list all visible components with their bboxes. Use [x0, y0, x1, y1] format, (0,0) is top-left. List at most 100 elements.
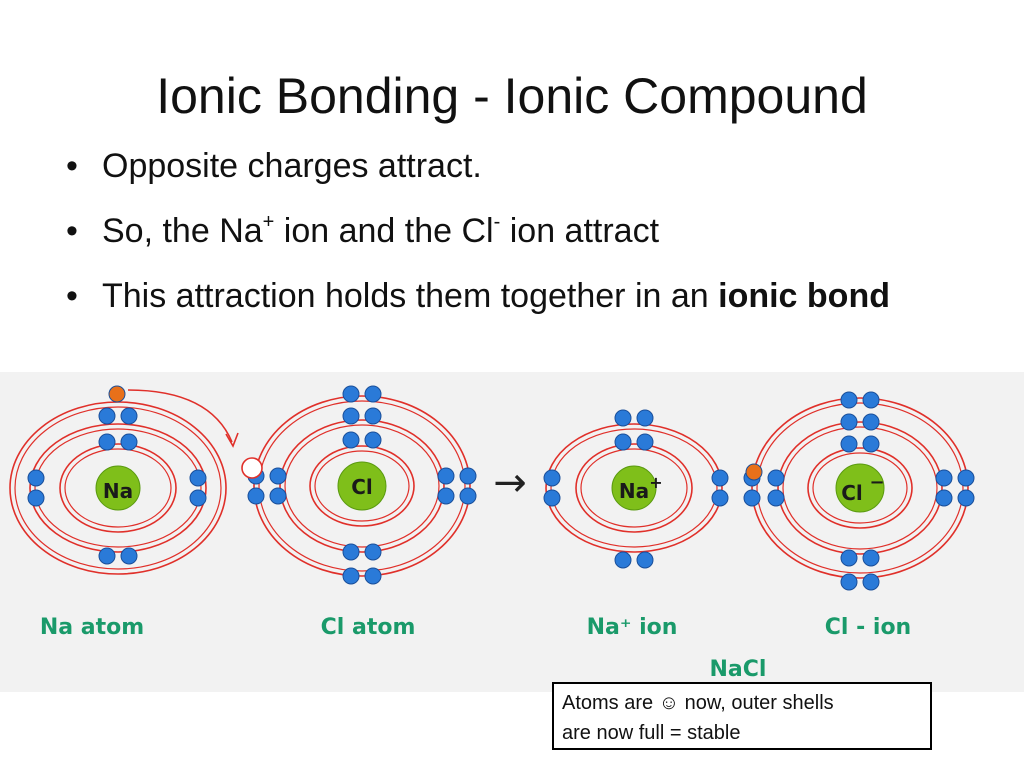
cl-ion-electron-pair-top-1-a	[840, 391, 858, 409]
na-atom-label: Na atom	[40, 615, 144, 640]
cl-ion-nucleus-symbol: Cl	[841, 481, 863, 505]
cl-ion-electron-pair-top-2-b	[862, 413, 880, 431]
na-electron-pair-top-1-b	[120, 407, 138, 425]
cl-electron-pair-bottom-2-b	[364, 567, 382, 585]
na-electron-pair-top-2-a	[98, 433, 116, 451]
cl-ion-electron-pair-bottom-1-b	[862, 549, 880, 567]
cl-electron-pair-top-3-b	[364, 431, 382, 449]
na-ion-shell-1-inner	[580, 448, 688, 528]
cl-ion-nucleus	[835, 463, 885, 513]
na-nucleus-symbol: Na	[103, 479, 133, 503]
cl-ion-electron-pair-top-3-b	[862, 435, 880, 453]
bullet-ionic-bond: • This attraction holds them together in…	[62, 270, 982, 322]
na-electron-pair-top-1-a	[98, 407, 116, 425]
bullet-ions-attract: • So, the Na+ ion and the Cl- ion attrac…	[62, 205, 982, 257]
na-electron-pair-right-b	[189, 489, 207, 507]
cl-electron-pair-top-3-a	[342, 431, 360, 449]
cl-ion-electron-pair-right-1-b	[935, 489, 953, 507]
na-ion-nucleus-symbol: Na	[619, 479, 649, 503]
bullet-text: Opposite charges attract.	[102, 147, 482, 185]
cl-ion-shell-3-inner	[756, 402, 964, 574]
cl-ion-shell-1-inner	[812, 452, 908, 524]
cl-atom-shell-1-inner	[314, 450, 410, 522]
cl-ion-electron-pair-top-3-a	[840, 435, 858, 453]
na-ion-electron-pair-left-a	[543, 469, 561, 487]
na-ion-charge-sign: +	[649, 473, 662, 492]
na-ion-label: Na⁺ ion	[587, 615, 678, 640]
na-ion-electron-pair-right-a	[711, 469, 729, 487]
cl-ion-shell-1-outer	[807, 447, 913, 529]
cl-charge-sup: -	[493, 211, 501, 233]
cl-atom-shell-3-inner	[258, 400, 466, 572]
stability-note-box: Atoms are ☺ now, outer shells are now fu…	[552, 682, 932, 750]
nacl-label: NaCl	[710, 657, 767, 682]
cl-electron-pair-right-2-b	[459, 487, 477, 505]
ionic-bond-term: ionic bond	[718, 277, 890, 315]
na-nucleus	[95, 465, 141, 511]
cl-atom-shell-2-outer	[279, 419, 445, 553]
cl-ion-electron-pair-right-2-b	[957, 489, 975, 507]
na-ion-electron-pair-left-b	[543, 489, 561, 507]
cl-electron-pair-left-1-b	[269, 487, 287, 505]
na-electron-pair-bottom-b	[120, 547, 138, 565]
na-ion-electron-pair-top-2-b	[636, 433, 654, 451]
cl-electron-pair-top-2-b	[364, 407, 382, 425]
empty-electron-slot	[241, 457, 263, 479]
note-line-2: are now full = stable	[562, 722, 741, 744]
na-atom-shell-2-inner	[34, 428, 202, 548]
cl-electron-pair-right-2-a	[459, 467, 477, 485]
cl-ion-electron-pair-left-2-b	[743, 489, 761, 507]
bullet-opposite-charges: • Opposite charges attract.	[62, 140, 982, 192]
cl-atom-shell-3-outer	[253, 395, 471, 577]
cl-electron-pair-right-1-b	[437, 487, 455, 505]
cl-electron-pair-top-1-b	[364, 385, 382, 403]
bullet-dot: •	[66, 147, 78, 185]
cl-ion-charge-sign: −	[869, 472, 884, 493]
cl-electron-pair-top-2-a	[342, 407, 360, 425]
cl-electron-pair-left-1-a	[269, 467, 287, 485]
na-ion-electron-pair-top-1-a	[614, 409, 632, 427]
cl-ion-electron-pair-bottom-1-a	[840, 549, 858, 567]
na-atom-shell-1-inner	[64, 448, 172, 528]
cl-ion-electron-pair-left-1-a	[767, 469, 785, 487]
cl-electron-pair-bottom-1-b	[364, 543, 382, 561]
cl-electron-pair-left-2-b	[247, 487, 265, 505]
na-atom-shell-1-outer	[59, 443, 177, 533]
electron-transfer-arrow	[127, 389, 233, 443]
cl-ion-shell-3-outer	[751, 397, 969, 579]
slide-title: Ionic Bonding - Ionic Compound	[156, 68, 868, 124]
cl-ion-shell-2-inner	[782, 426, 938, 550]
bullet-text-post: ion attract	[500, 212, 660, 250]
cl-atom-shell-2-inner	[284, 424, 440, 548]
electron-transfer-arrowhead	[225, 432, 239, 448]
cl-ion-electron-pair-bottom-2-a	[840, 573, 858, 591]
bullet-dot: •	[66, 212, 78, 250]
cl-ion-electron-pair-left-1-b	[767, 489, 785, 507]
na-ion-electron-pair-top-1-b	[636, 409, 654, 427]
cl-ion-electron-pair-right-1-a	[935, 469, 953, 487]
na-ion-shell-2-inner	[550, 428, 718, 548]
na-ion-shell-2-outer	[545, 423, 723, 553]
cl-electron-pair-bottom-1-a	[342, 543, 360, 561]
cl-ion-electron-pair-bottom-2-b	[862, 573, 880, 591]
na-ion-electron-pair-right-b	[711, 489, 729, 507]
cl-ion-shell-2-outer	[777, 421, 943, 555]
cl-nucleus	[337, 461, 387, 511]
cl-nucleus-symbol: Cl	[351, 475, 373, 499]
gained-electron	[745, 463, 763, 481]
cl-ion-electron-pair-right-2-a	[957, 469, 975, 487]
reaction-arrow-icon: →	[493, 460, 527, 506]
cl-ion-electron-pair-top-1-b	[862, 391, 880, 409]
na-ion-shell-1-outer	[575, 443, 693, 533]
na-atom-shell-2-outer	[29, 423, 207, 553]
na-ion-electron-pair-bottom-b	[636, 551, 654, 569]
note-line-1: Atoms are ☺ now, outer shells	[562, 692, 834, 714]
bullet-text-pre: So, the Na	[102, 212, 263, 250]
cl-electron-pair-right-1-a	[437, 467, 455, 485]
na-valence-electron	[108, 385, 126, 403]
cl-ion-electron-pair-top-2-a	[840, 413, 858, 431]
na-ion-electron-pair-top-2-a	[614, 433, 632, 451]
na-charge-sup: +	[262, 211, 275, 233]
cl-atom-shell-1-outer	[309, 445, 415, 527]
cl-atom-label: Cl atom	[321, 615, 416, 640]
